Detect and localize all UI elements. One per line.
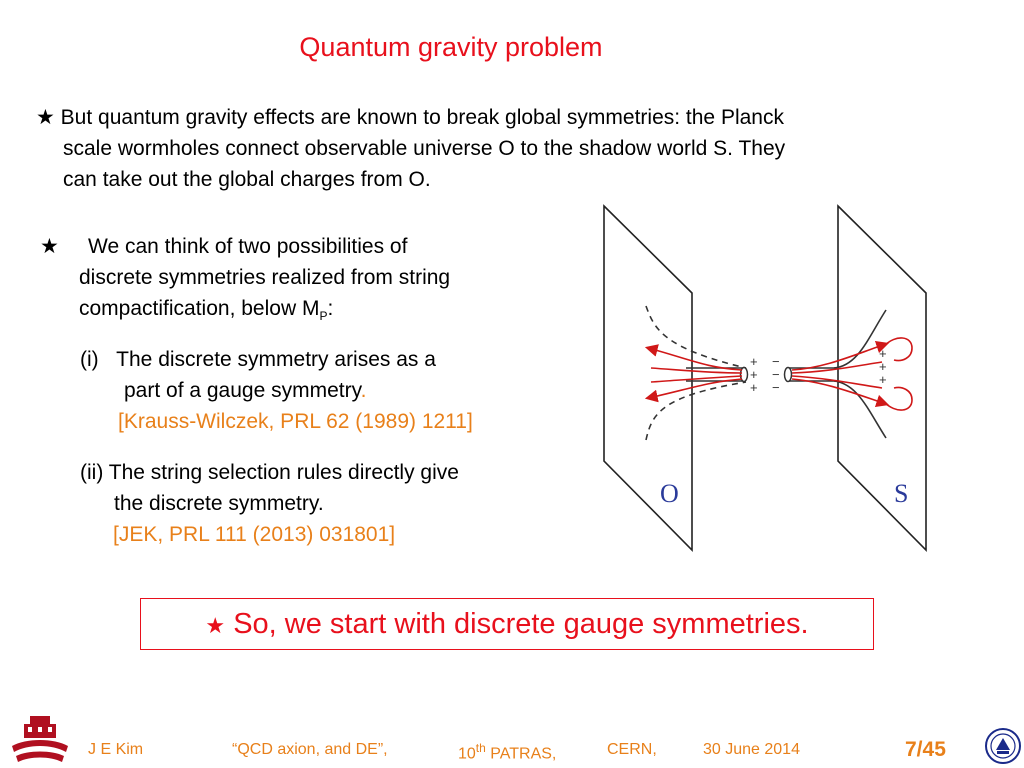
charge-plus: +	[879, 346, 887, 361]
bullet-2: ★ We can think of two possibilities of d…	[40, 231, 450, 332]
charge-minus: −	[772, 367, 780, 382]
item-ii-line-2: the discrete symmetry.	[114, 492, 324, 515]
star-bullet: ★	[205, 613, 226, 638]
item-ii-line-1: (ii) The string selection rules directly…	[80, 461, 459, 484]
field-lines-o	[644, 344, 743, 403]
charge-plus: +	[750, 367, 758, 382]
item-i-reference: [Krauss-Wilczek, PRL 62 (1989) 1211]	[118, 410, 473, 433]
conclusion-box: ★ So, we start with discrete gauge symme…	[140, 598, 874, 650]
item-ii-reference: [JEK, PRL 111 (2013) 031801]	[113, 523, 396, 546]
item-ii: (ii) The string selection rules directly…	[80, 457, 580, 550]
footer-author: J E Kim	[88, 741, 144, 758]
charge-plus: +	[879, 359, 887, 374]
label-o: O	[660, 479, 679, 508]
tube-end-s	[783, 366, 793, 383]
item-i-line-1: The discrete symmetry arises as a	[116, 348, 436, 371]
charge-plus: +	[879, 372, 887, 387]
slide-title: Quantum gravity problem	[299, 32, 603, 62]
university-seal-icon	[985, 728, 1021, 764]
mouth-o-upper	[645, 305, 747, 369]
star-bullet: ★	[36, 106, 55, 129]
page-number: 7/45	[905, 738, 946, 761]
bullet-2-line-3: compactification, below MP:	[79, 297, 334, 324]
charge-minus: −	[772, 380, 780, 395]
charge-plus: +	[750, 354, 758, 369]
footer-place: CERN,	[607, 741, 657, 758]
footer-conference: 10th PATRAS,	[458, 741, 557, 763]
institution-logo-icon	[12, 716, 68, 762]
planck-subscript: P	[319, 309, 328, 324]
footer-talk-title: “QCD axion, and DE”,	[232, 741, 388, 758]
wormhole-diagram: + + + − − − + + + O S	[603, 204, 927, 552]
field-lines-s	[791, 337, 913, 411]
label-s: S	[894, 479, 908, 508]
item-i: (i) The discrete symmetry arises as a pa…	[80, 344, 580, 437]
bullet-1: ★ But quantum gravity effects are known …	[36, 102, 785, 195]
item-i-label: (i)	[80, 348, 99, 371]
item-i-line-2: part of a gauge symmetry	[124, 379, 361, 402]
bullet-2-line-1: We can think of two possibilities of	[88, 235, 408, 258]
bullet-1-line-3: can take out the global charges from O.	[63, 168, 431, 191]
mouth-s-upper	[833, 309, 887, 369]
bullet-2-line-2: discrete symmetries realized from string	[79, 266, 451, 289]
charge-minus: −	[772, 354, 780, 369]
conclusion-text: So, we start with discrete gauge symmetr…	[233, 608, 809, 640]
mouth-o-lower	[645, 381, 747, 441]
bullet-1-line-2: scale wormholes connect observable unive…	[63, 137, 786, 160]
plane-s	[837, 204, 927, 552]
mouth-s-lower	[833, 380, 887, 439]
footer-date: 30 June 2014	[703, 741, 800, 758]
star-bullet: ★	[40, 235, 59, 258]
charge-plus: +	[750, 380, 758, 395]
bullet-1-line-1: But quantum gravity effects are known to…	[60, 106, 784, 129]
tube-end-o	[739, 366, 749, 383]
plane-o	[603, 204, 693, 552]
